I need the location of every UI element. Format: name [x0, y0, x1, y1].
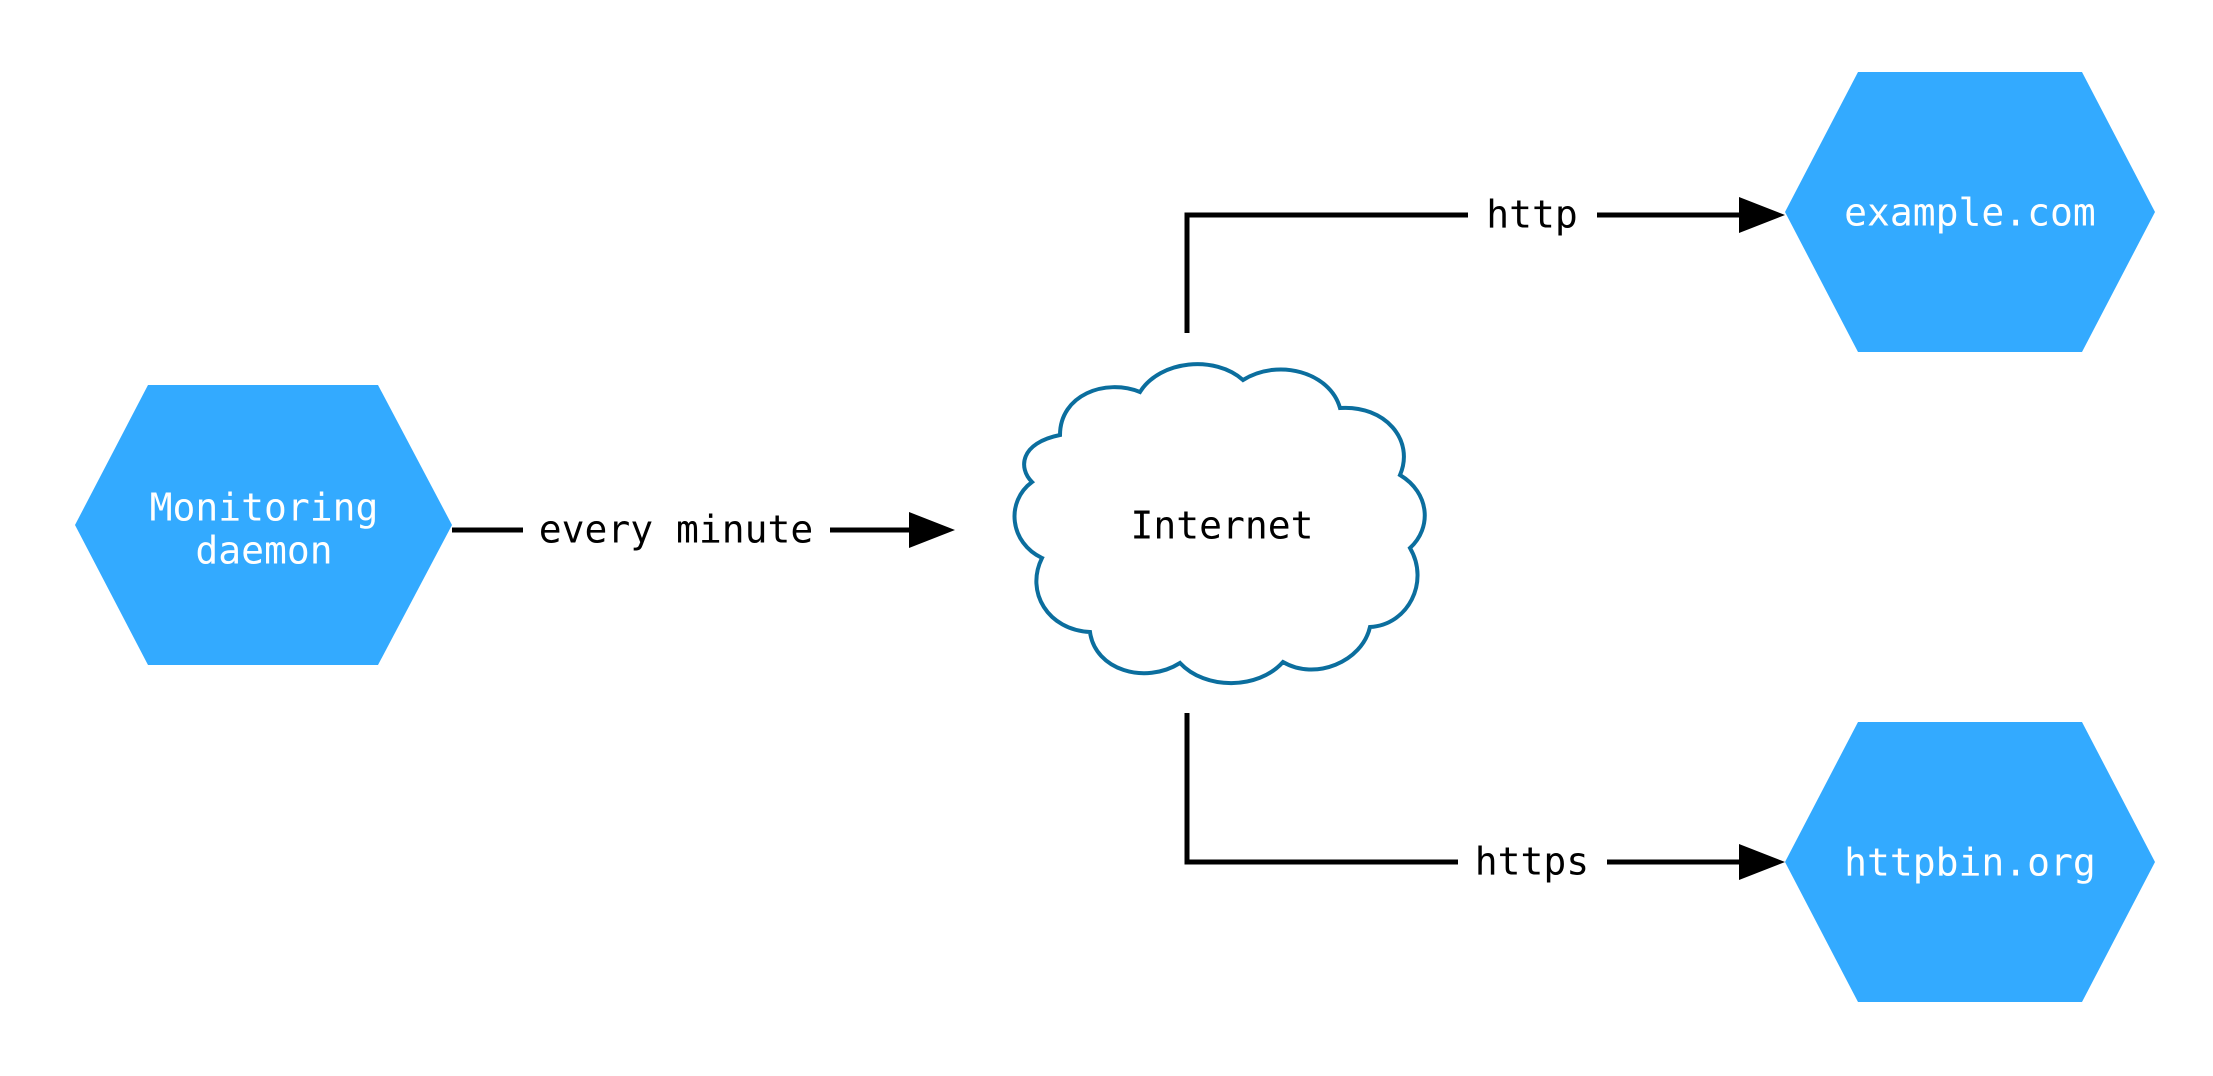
edge-line-https-elbow [1184, 713, 1458, 865]
httpbin-org-label: httpbin.org [1844, 841, 2096, 885]
httpbin-org-hexagon[interactable] [1785, 722, 2155, 1002]
edge-label-http: http [1486, 193, 1578, 237]
node-internet[interactable]: Internet [1012, 362, 1427, 686]
edge-label-https: https [1475, 840, 1589, 884]
internet-cloud-shape[interactable] [1012, 362, 1427, 686]
monitoring-daemon-hexagon[interactable] [75, 385, 452, 665]
edge-internet-to-httpbin: https [1184, 713, 1785, 884]
edge-line-http-elbow [1184, 212, 1468, 333]
node-monitoring-daemon[interactable]: Monitoring daemon [75, 385, 452, 665]
edge-label-every-minute: every minute [539, 508, 814, 552]
edge-arrowhead-internet-to-httpbin [1739, 844, 1785, 880]
monitoring-daemon-label-line1: Monitoring [150, 486, 379, 530]
internet-label: Internet [1130, 504, 1313, 548]
edge-daemon-to-internet: every minute [452, 508, 955, 552]
example-com-label: example.com [1844, 191, 2096, 235]
edge-arrowhead-internet-to-example [1739, 197, 1785, 233]
node-httpbin-org[interactable]: httpbin.org [1785, 722, 2155, 1002]
example-com-hexagon[interactable] [1785, 72, 2155, 352]
node-example-com[interactable]: example.com [1785, 72, 2155, 352]
monitoring-daemon-label-line2: daemon [195, 529, 332, 573]
edge-internet-to-example: http [1184, 193, 1785, 333]
edge-arrowhead-daemon-to-internet [909, 512, 955, 548]
